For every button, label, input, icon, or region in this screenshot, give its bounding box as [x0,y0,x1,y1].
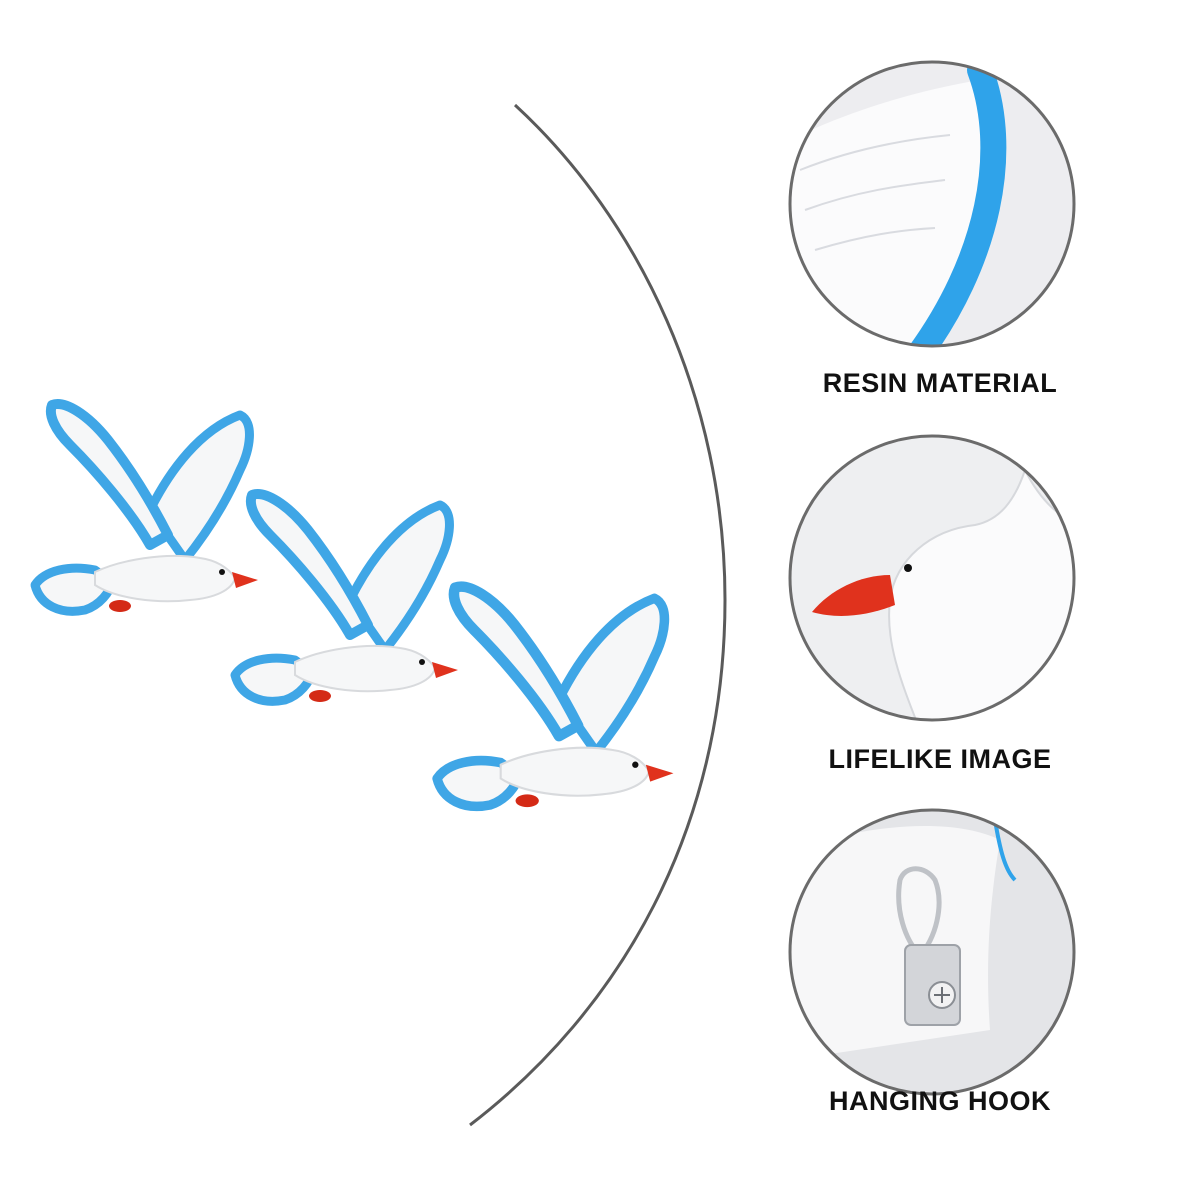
hanging-hook-closeup [788,808,1076,1096]
decorative-arc [469,103,727,1127]
resin-wing-closeup [788,60,1076,348]
caption-resin-material: RESIN MATERIAL [822,368,1058,398]
seagull-head-closeup [788,434,1076,722]
caption-hanging-hook: HANGING HOOK [829,1086,1051,1116]
seagull-figurine [35,404,258,612]
seagull-figurine [437,587,673,807]
seagull-figurine [235,494,458,702]
caption-lifelike-image: LIFELIKE IMAGE [828,744,1052,774]
